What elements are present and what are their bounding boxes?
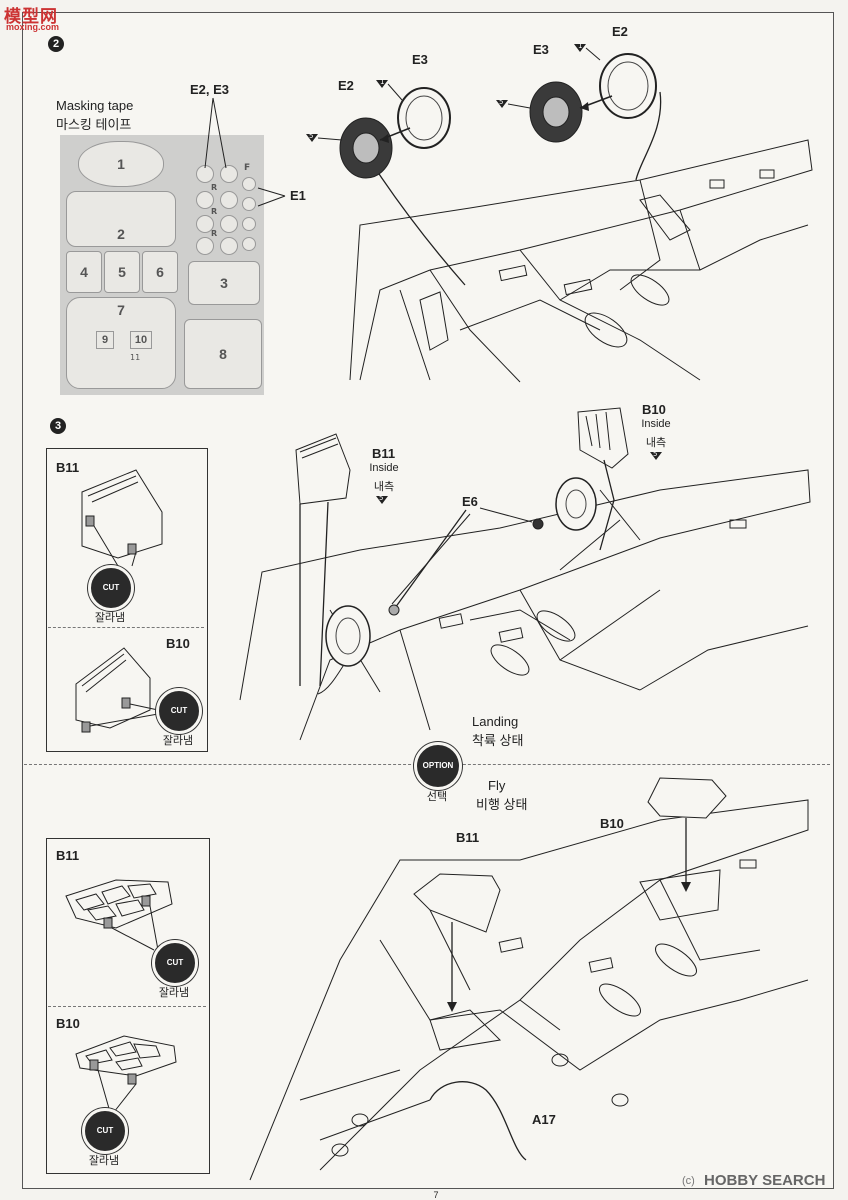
- cut-label-ko: 잘라냄: [94, 612, 126, 624]
- site-logo: 模型网: [4, 7, 58, 26]
- dot-mark-r: R: [211, 207, 218, 216]
- b10-door-drawing: [75, 647, 159, 733]
- step-3-marker: 3: [50, 418, 66, 434]
- tape-piece-5: 5: [104, 251, 140, 293]
- pointer-number: 1: [578, 42, 583, 50]
- b11-door-drawing: [81, 469, 163, 567]
- pointer-number: 5: [379, 494, 384, 502]
- b10-fly-door-drawing: [75, 1035, 177, 1113]
- mask-dot: [196, 237, 214, 255]
- step-2-wheel-drawing: [204, 44, 813, 383]
- pointer-number: 5: [499, 98, 504, 106]
- label-e1: E1: [290, 188, 306, 203]
- inside-label-en: Inside: [641, 418, 671, 430]
- label-b11-fly: B11: [456, 830, 480, 845]
- box-divider: [48, 1006, 206, 1007]
- fly-label-en: Fly: [488, 778, 506, 793]
- mask-dot: [196, 215, 214, 233]
- tape-piece-10: 10: [130, 331, 152, 349]
- dot-mark-r: R: [211, 183, 218, 192]
- cut-badge: CUT: [152, 940, 198, 986]
- mask-dot: [220, 237, 238, 255]
- mask-dot: [220, 215, 238, 233]
- masking-tape-title-ko: 마스킹 테이프: [56, 117, 132, 132]
- label-b10-landing: B10: [642, 402, 666, 417]
- label-e2-e3: E2, E3: [190, 82, 230, 97]
- tape-piece-9: 9: [96, 331, 114, 349]
- fly-label-ko: 비행 상태: [476, 797, 528, 812]
- tape-piece-2: 2: [66, 191, 176, 247]
- inside-label-ko: 내측: [645, 437, 667, 449]
- mask-dot: [220, 165, 238, 183]
- page-number: 7: [433, 1190, 439, 1200]
- pointer-number: 1: [380, 78, 385, 86]
- label-e3-left: E3: [412, 52, 428, 67]
- hobby-search-logo: HOBBY SEARCH: [704, 1172, 826, 1189]
- tape-piece-6: 6: [142, 251, 178, 293]
- pointer-number: 5: [653, 450, 658, 458]
- label-e2-right: E2: [612, 24, 628, 39]
- tape-piece-7: 7: [66, 297, 176, 389]
- landing-label-en: Landing: [472, 714, 519, 729]
- cut-label-ko: 잘라냄: [88, 1155, 120, 1167]
- step-2-marker: 2: [48, 36, 64, 52]
- mask-dot: [242, 197, 256, 211]
- b11-fly-door-drawing: [65, 879, 173, 951]
- cut-label-ko: 잘라냄: [158, 987, 190, 999]
- label-b11-landing: B11: [372, 446, 396, 461]
- label-e3-right: E3: [533, 42, 549, 57]
- cut-label-ko: 잘라냄: [162, 735, 194, 747]
- masking-tape-sheet: 1 2 3 4 5 6 7 9 10 11 8 F R R R: [60, 135, 264, 395]
- landing-label-ko: 착륙 상태: [472, 733, 524, 748]
- detail-part-b11: B11: [56, 460, 80, 475]
- mask-dot: [242, 177, 256, 191]
- tape-piece-3: 3: [188, 261, 260, 305]
- mask-dot: [196, 191, 214, 209]
- label-e6: E6: [462, 494, 478, 509]
- tape-piece-1: 1: [78, 141, 164, 187]
- cut-badge: CUT: [82, 1108, 128, 1154]
- dot-mark-f: F: [244, 163, 251, 173]
- mask-dot: [220, 191, 238, 209]
- option-badge: OPTION: [414, 742, 462, 790]
- dot-mark-r: R: [211, 229, 218, 238]
- detail-part-b11-fly: B11: [56, 848, 80, 863]
- fly-position-drawing: [249, 777, 809, 1181]
- label-b10-fly: B10: [600, 816, 624, 831]
- inside-label-en: Inside: [369, 462, 399, 474]
- box-divider: [48, 627, 204, 628]
- inside-label-ko: 내측: [373, 481, 395, 493]
- tape-piece-4: 4: [66, 251, 102, 293]
- mask-dot: [242, 237, 256, 251]
- mask-dot: [242, 217, 256, 231]
- masking-tape-title-en: Masking tape: [56, 98, 134, 113]
- detail-part-b10: B10: [166, 636, 190, 651]
- copyright-mark: (c): [682, 1175, 695, 1187]
- tape-piece-8: 8: [184, 319, 262, 389]
- option-label-ko: 선택: [426, 791, 448, 803]
- label-a17: A17: [532, 1112, 556, 1127]
- landing-gear-drawing: [239, 407, 811, 741]
- tape-piece-11-label: 11: [130, 353, 141, 362]
- cut-badge: CUT: [156, 688, 202, 734]
- pointer-number: 5: [309, 132, 314, 140]
- site-url: moxing.com: [6, 22, 60, 32]
- label-e2-left: E2: [338, 78, 354, 93]
- cut-badge: CUT: [88, 565, 134, 611]
- detail-part-b10-fly: B10: [56, 1016, 80, 1031]
